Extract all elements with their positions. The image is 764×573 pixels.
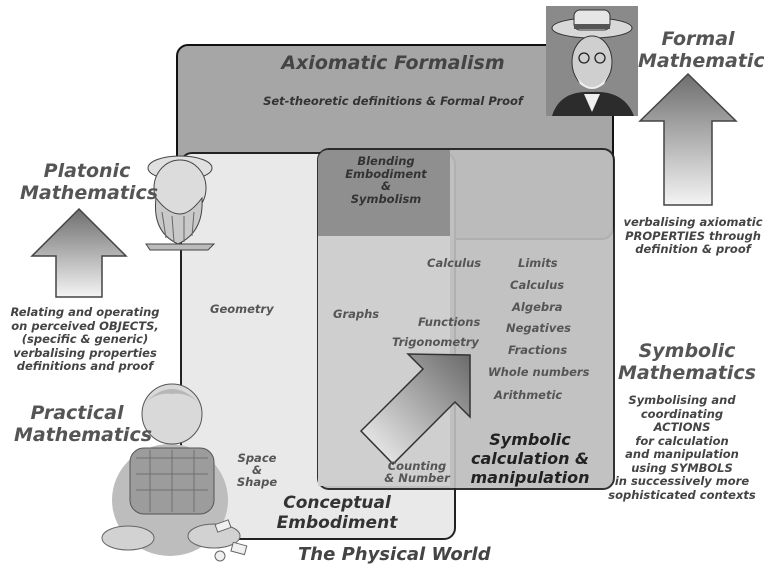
symbolic-mathematics-description: Symbolising and coordinating ACTIONS for…: [608, 393, 756, 502]
trigonometry-label: Trigonometry: [392, 335, 479, 349]
triple-overlap-region: [318, 150, 450, 236]
symbol-list-item: Limits: [518, 256, 558, 270]
symbolic-calculation-title: Symbolic calculation & manipulation: [470, 430, 590, 487]
symbol-list-item: Negatives: [506, 321, 571, 335]
counting-number-label: Counting & Number: [384, 459, 450, 485]
symbol-list-item: Algebra: [512, 300, 563, 314]
axiomatic-formalism-subtitle: Set-theoretic definitions & Formal Proof: [263, 94, 523, 108]
platonic-mathematics-label: Platonic Mathematics: [20, 160, 159, 204]
hilbert-portrait: [546, 6, 638, 116]
calculus-middle-label: Calculus: [427, 256, 482, 270]
diagonal-arrow: [359, 353, 471, 466]
symbol-list-item: Calculus: [510, 278, 565, 292]
formal-up-arrow: [638, 72, 738, 206]
practical-mathematics-label: Practical Mathematics: [14, 402, 153, 446]
axiomatic-formalism-title: Axiomatic Formalism: [281, 52, 505, 74]
symbol-list-item: Arithmetic: [494, 388, 563, 402]
platonic-mathematics-description: Relating and operating on perceived OBJE…: [10, 305, 160, 373]
symbolic-mathematics-label: Symbolic Mathematics: [617, 340, 756, 384]
symbol-list-item: Whole numbers: [488, 365, 590, 379]
graphs-label: Graphs: [333, 307, 380, 321]
plato-bust: [145, 155, 216, 251]
baby-figure: [101, 383, 248, 562]
formal-mathematics-description: verbalising axiomatic PROPERTIES through…: [623, 215, 763, 256]
functions-label: Functions: [418, 315, 481, 329]
physical-world-label: The Physical World: [298, 544, 491, 565]
formal-mathematics-label: Formal Mathematics: [638, 28, 764, 72]
conceptual-embodiment-title: Conceptual Embodiment: [276, 493, 398, 533]
blending-label: Blending Embodiment & Symbolism: [345, 154, 427, 206]
platonic-up-arrow: [30, 207, 128, 298]
space-shape-label: Space & Shape: [236, 451, 278, 489]
symbol-list-item: Fractions: [508, 343, 568, 357]
geometry-label: Geometry: [210, 302, 274, 316]
